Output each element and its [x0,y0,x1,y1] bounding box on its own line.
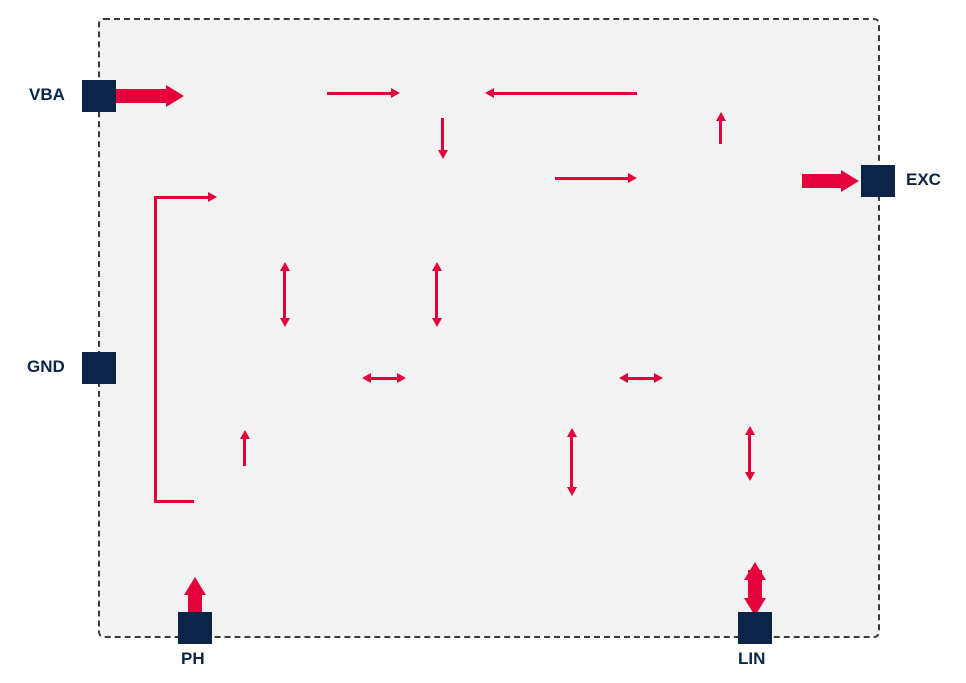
connector-exc-arrow-icon [841,170,859,192]
connector-stator-to-main-control [243,436,246,466]
pin-gnd-label: GND [27,357,65,376]
connector-digital-core-register-down-arrow-icon [432,318,442,327]
connector-vba-arrow-icon [166,85,184,107]
pin-vba[interactable] [82,80,116,112]
connector-lin-protocol-transceiver [748,432,751,476]
connector-register-lin-protocol-left-arrow-icon [619,373,628,383]
connector-register-lin-protocol-right-arrow-icon [654,373,663,383]
pin-ph[interactable] [178,612,212,644]
connector-main-control-register-right-arrow-icon [397,373,406,383]
connector-eeprom-register [570,434,573,490]
connector-stator-feedback-vertical [154,196,157,502]
pin-exc[interactable] [861,165,895,197]
connector-adc-to-digital-core [441,118,444,152]
connector-stator-feedback-horizontal [154,196,210,199]
connector-input-filtering-to-adc-arrow-icon [391,88,400,98]
connector-lin-protocol-transceiver-up-arrow-icon [745,426,755,435]
pin-exc-label: EXC [906,170,941,189]
connector-excitation-to-current-sense-arrow-icon [716,112,726,121]
connector-eeprom-register-up-arrow-icon [567,428,577,437]
connector-input-filtering-to-adc [327,92,391,95]
connector-excitation-to-exc-pin [802,174,842,188]
connector-vba-to-input-filtering [114,89,166,103]
connector-stator-feedback-foot [154,500,194,503]
connector-digital-core-main-control-up-arrow-icon [280,262,290,271]
pin-lin[interactable] [738,612,772,644]
connector-digital-core-to-excitation [555,177,629,180]
connector-adc-to-digital-core-arrow-icon [438,150,448,159]
pin-gnd[interactable] [82,352,116,384]
connector-register-lin-protocol [626,377,656,380]
connector-lin-up-arrow-icon [744,562,766,580]
connector-lin-protocol-transceiver-down-arrow-icon [745,472,755,481]
connector-digital-core-to-excitation-arrow-icon [628,173,637,183]
pin-vba-label: VBA [29,85,65,104]
connector-ph-arrow-icon [184,577,206,595]
connector-digital-core-main-control-down-arrow-icon [280,318,290,327]
pin-lin-label: LIN [738,649,766,668]
connector-digital-core-main-control [283,268,286,320]
connector-current-sense-to-adc-arrow-icon [485,88,494,98]
connector-ph-to-stator [188,590,202,618]
connector-eeprom-register-down-arrow-icon [567,487,577,496]
connector-lin-arrow-icon [744,598,766,616]
chip-body [100,20,878,636]
connector-digital-core-register-up-arrow-icon [432,262,442,271]
connector-current-sense-to-adc [494,92,637,95]
connector-stator-to-main-control-arrow-icon [240,430,250,439]
connector-main-control-register [369,377,399,380]
connector-stator-feedback-arrow-icon [208,192,217,202]
connector-excitation-to-current-sense [719,118,722,144]
connector-digital-core-register [435,268,438,320]
connector-main-control-register-left-arrow-icon [362,373,371,383]
pin-ph-label: PH [181,649,205,668]
